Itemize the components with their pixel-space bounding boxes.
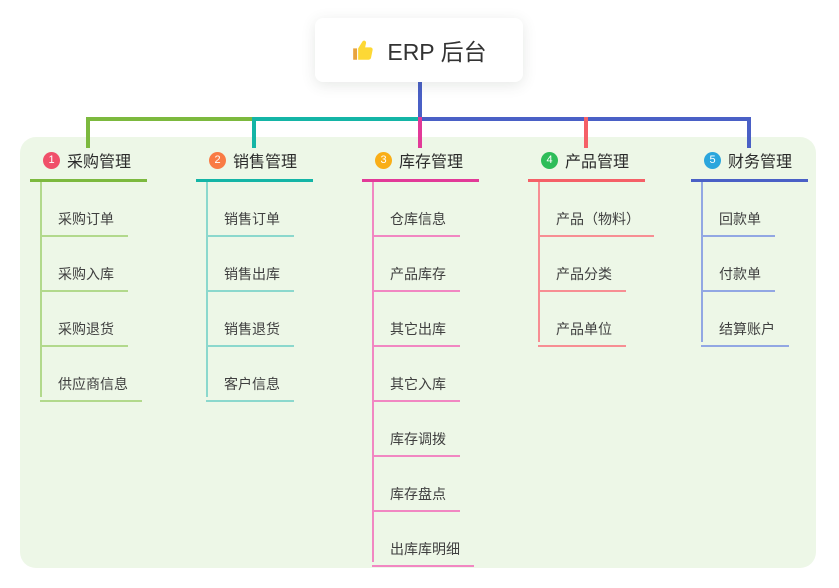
branch-child-vline — [701, 182, 703, 342]
branch-drop-line — [584, 117, 588, 148]
connector-segment-teal — [252, 117, 420, 121]
mindmap-item[interactable]: 采购订单 — [40, 182, 128, 237]
mindmap-item[interactable]: 仓库信息 — [372, 182, 460, 237]
mindmap-item[interactable]: 产品分类 — [538, 237, 626, 292]
branch-4: 4 产品管理产品（物料）产品分类产品单位 — [528, 148, 668, 347]
branch-number-badge: 1 — [43, 151, 60, 169]
mindmap-item[interactable]: 回款单 — [701, 182, 775, 237]
branch-drop-line — [86, 117, 90, 148]
connector-segment-green — [86, 117, 252, 121]
branch-drop-line — [747, 117, 751, 148]
branch-title: 库存管理 — [399, 154, 464, 171]
branch-child-vline — [538, 182, 540, 342]
branch-child-vline — [40, 182, 42, 397]
mindmap-item[interactable]: 出库库明细 — [372, 512, 474, 567]
branch-header[interactable]: 4 产品管理 — [528, 148, 645, 182]
mindmap-item[interactable]: 库存盘点 — [372, 457, 460, 512]
branch-drop-line — [418, 117, 422, 148]
branch-title: 采购管理 — [67, 154, 132, 171]
branch-2: 2 销售管理销售订单销售出库销售退货客户信息 — [196, 148, 336, 402]
branch-children: 仓库信息产品库存其它出库其它入库库存调拨库存盘点出库库明细 — [372, 182, 502, 567]
branch-3: 3 库存管理仓库信息产品库存其它出库其它入库库存调拨库存盘点出库库明细 — [362, 148, 502, 567]
branch-children: 销售订单销售出库销售退货客户信息 — [206, 182, 336, 402]
branch-1: 1 采购管理采购订单采购入库采购退货供应商信息 — [30, 148, 170, 402]
mindmap-item[interactable]: 库存调拨 — [372, 402, 460, 457]
mindmap-item[interactable]: 其它入库 — [372, 347, 460, 402]
branches-panel — [20, 137, 816, 568]
mindmap-item[interactable]: 结算账户 — [701, 292, 789, 347]
branch-number-badge: 4 — [541, 151, 558, 169]
thumbs-up-icon — [351, 37, 377, 63]
mindmap-item[interactable]: 产品库存 — [372, 237, 460, 292]
mindmap-item[interactable]: 产品单位 — [538, 292, 626, 347]
branch-child-vline — [372, 182, 374, 562]
branch-5: 5 财务管理回款单付款单结算账户 — [691, 148, 831, 347]
mindmap-item[interactable]: 销售退货 — [206, 292, 294, 347]
root-connector-line — [418, 82, 422, 121]
branch-title: 产品管理 — [565, 154, 630, 171]
branch-header[interactable]: 1 采购管理 — [30, 148, 147, 182]
mindmap-item[interactable]: 产品（物料） — [538, 182, 654, 237]
mindmap-item[interactable]: 客户信息 — [206, 347, 294, 402]
branch-children: 采购订单采购入库采购退货供应商信息 — [40, 182, 170, 402]
mindmap-item[interactable]: 供应商信息 — [40, 347, 142, 402]
branch-title: 销售管理 — [233, 154, 298, 171]
branch-children: 回款单付款单结算账户 — [701, 182, 831, 347]
mindmap-item[interactable]: 销售订单 — [206, 182, 294, 237]
branch-child-vline — [206, 182, 208, 397]
mindmap-item[interactable]: 采购退货 — [40, 292, 128, 347]
mindmap-item[interactable]: 其它出库 — [372, 292, 460, 347]
branch-number-badge: 2 — [209, 151, 226, 169]
mindmap-item[interactable]: 采购入库 — [40, 237, 128, 292]
root-node[interactable]: ERP 后台 — [315, 18, 523, 82]
branch-header[interactable]: 3 库存管理 — [362, 148, 479, 182]
branch-title: 财务管理 — [728, 154, 793, 171]
branch-number-badge: 5 — [704, 151, 721, 169]
branch-drop-line — [252, 117, 256, 148]
mindmap-item[interactable]: 付款单 — [701, 237, 775, 292]
branch-header[interactable]: 2 销售管理 — [196, 148, 313, 182]
mindmap-item[interactable]: 销售出库 — [206, 237, 294, 292]
branch-header[interactable]: 5 财务管理 — [691, 148, 808, 182]
branch-number-badge: 3 — [375, 151, 392, 169]
root-title: ERP 后台 — [387, 39, 487, 65]
branch-children: 产品（物料）产品分类产品单位 — [538, 182, 668, 347]
